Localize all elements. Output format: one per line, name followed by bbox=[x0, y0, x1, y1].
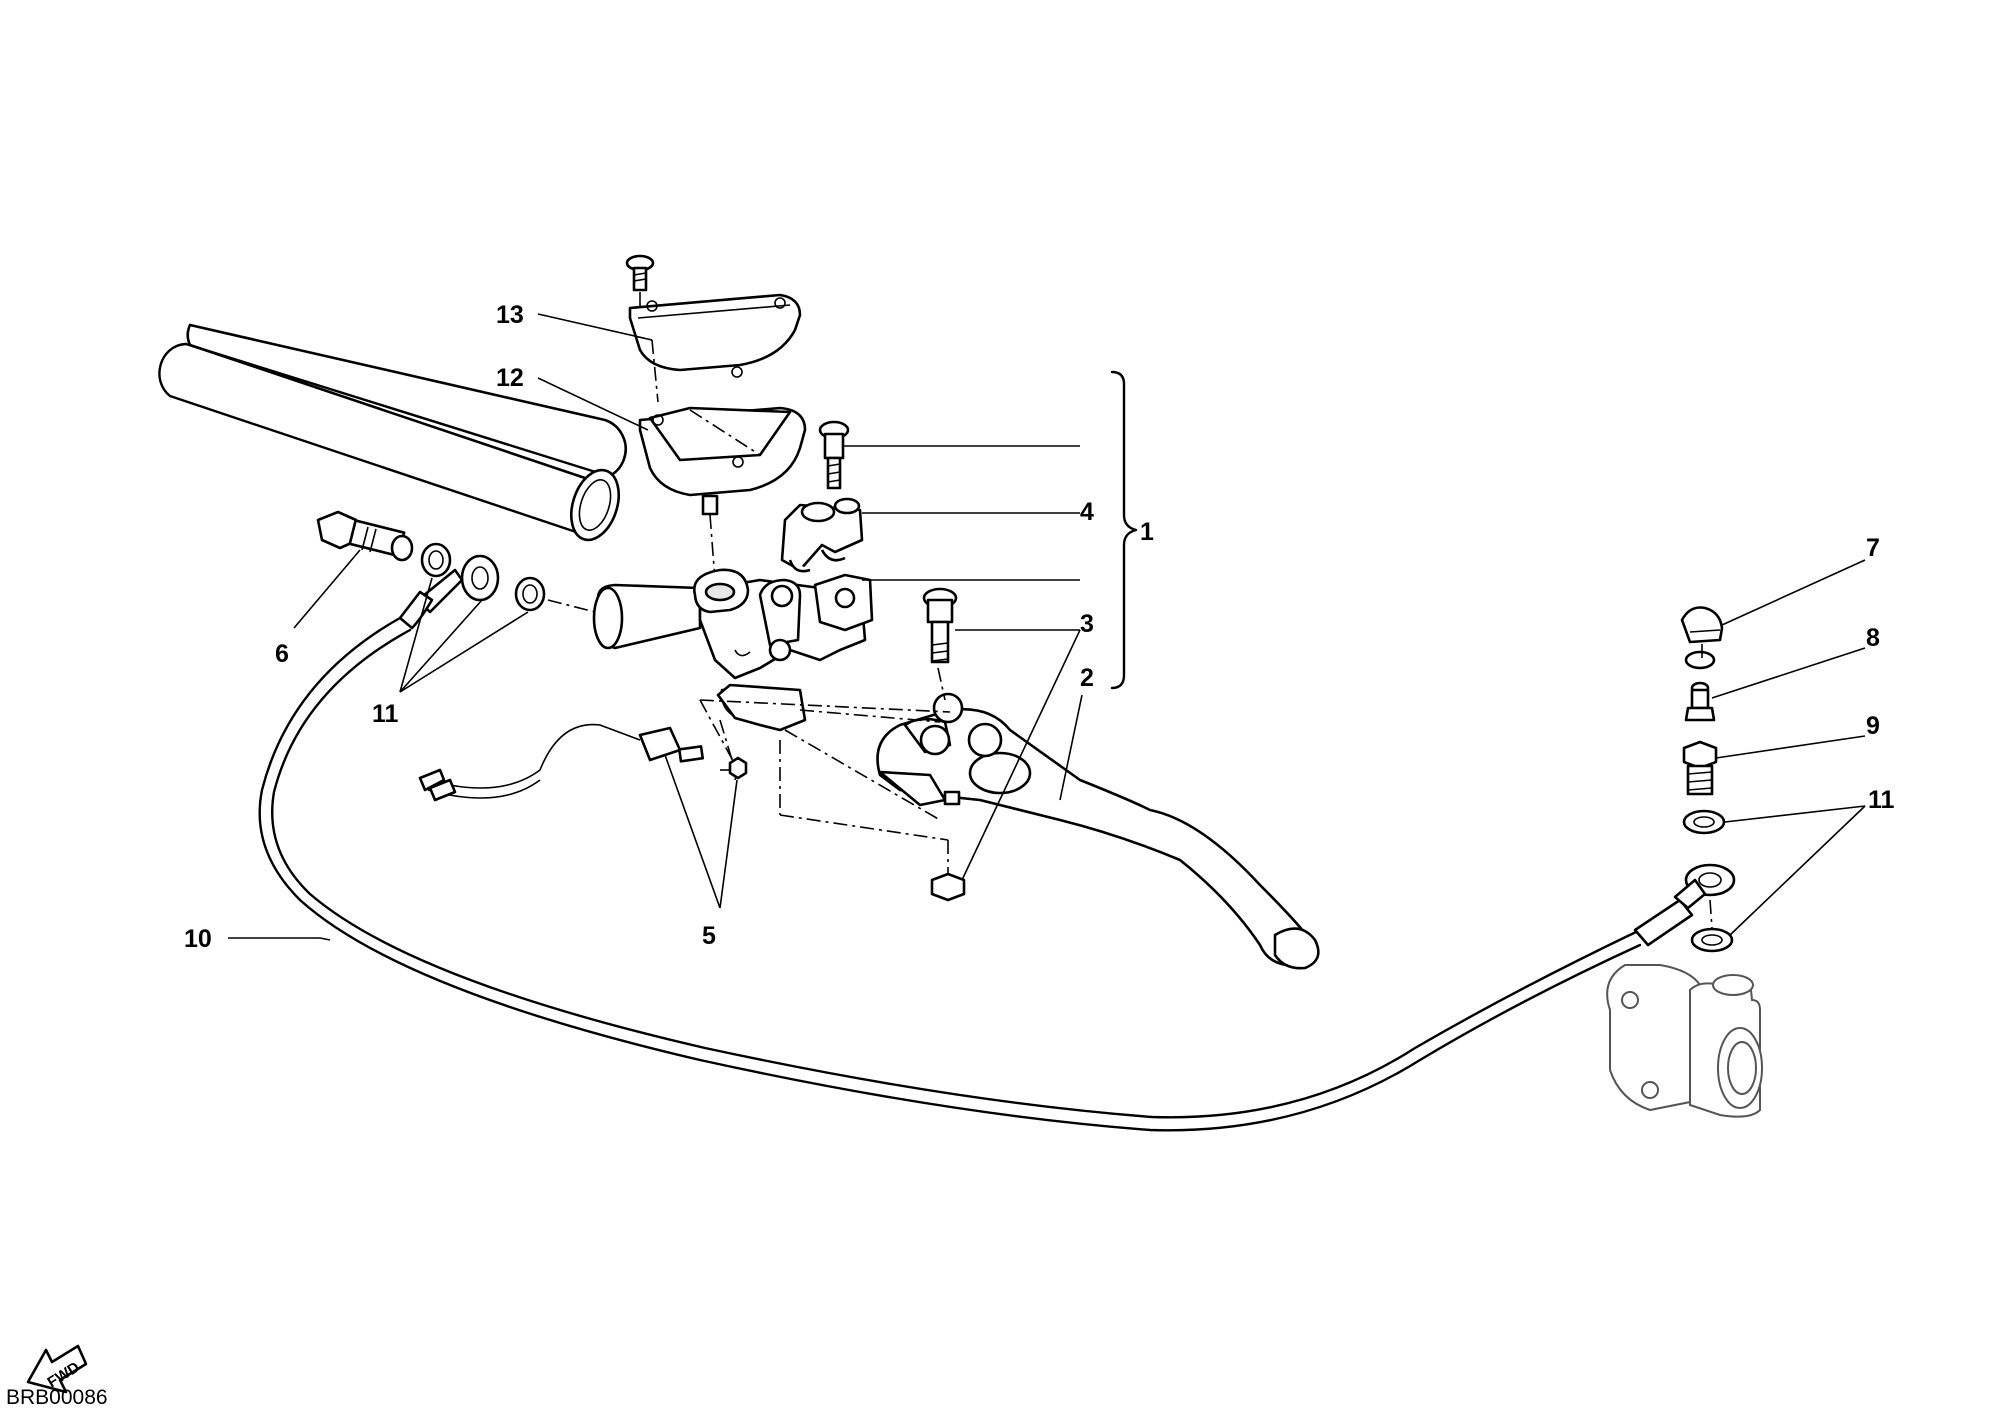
clutch-switch bbox=[418, 723, 748, 802]
bleed-cap bbox=[1680, 606, 1724, 644]
callout-1: 1 bbox=[1140, 518, 1154, 546]
callout-2: 2 bbox=[1080, 664, 1094, 692]
assembly-lines bbox=[699, 667, 951, 875]
callout-7: 7 bbox=[1866, 534, 1880, 562]
bleed-nipple bbox=[1684, 681, 1716, 722]
assembly-bracket bbox=[1110, 370, 1138, 690]
washer-left-2 bbox=[514, 576, 546, 612]
slave-cylinder bbox=[1606, 964, 1763, 1118]
bleed-washer bbox=[1684, 650, 1716, 670]
drawing-code: BRB00086 bbox=[6, 1386, 108, 1409]
clutch-lever bbox=[876, 692, 1320, 970]
callout-6: 6 bbox=[275, 640, 289, 668]
washer-right-1 bbox=[1682, 809, 1726, 835]
washer-right-2 bbox=[1690, 927, 1734, 953]
washer-left-1 bbox=[420, 542, 452, 578]
callout-12: 12 bbox=[496, 364, 524, 392]
callout-8: 8 bbox=[1866, 624, 1880, 652]
lever-bracket bbox=[716, 683, 807, 732]
leader-lines bbox=[228, 313, 1866, 941]
callout-9: 9 bbox=[1866, 712, 1880, 740]
handlebar-tube bbox=[158, 323, 627, 542]
hydraulic-hose bbox=[258, 616, 1642, 1132]
reservoir-cap-screw bbox=[625, 254, 655, 310]
right-stack-axis-lower bbox=[1709, 899, 1713, 929]
reservoir-cap bbox=[628, 293, 802, 403]
reservoir-body bbox=[638, 406, 807, 581]
pivot-nut bbox=[930, 872, 966, 902]
banjo-fitting-slave bbox=[1633, 863, 1736, 947]
hose-fitting bbox=[1682, 740, 1718, 796]
clamp-bolt bbox=[818, 420, 850, 490]
callout-5: 5 bbox=[702, 922, 716, 950]
callout-11-left: 11 bbox=[372, 700, 399, 728]
banjo-axis bbox=[547, 599, 596, 613]
forward-direction-arrow: FWD bbox=[26, 1344, 88, 1394]
callout-13: 13 bbox=[496, 301, 524, 329]
pivot-screw bbox=[922, 587, 958, 664]
callout-3: 3 bbox=[1080, 610, 1094, 638]
callout-10: 10 bbox=[184, 925, 212, 953]
callout-4: 4 bbox=[1080, 498, 1094, 526]
banjo-bolt bbox=[316, 510, 414, 562]
handlebar-clamp bbox=[780, 497, 864, 573]
banjo-fitting-master bbox=[398, 554, 500, 630]
callout-11-right: 11 bbox=[1868, 786, 1895, 814]
